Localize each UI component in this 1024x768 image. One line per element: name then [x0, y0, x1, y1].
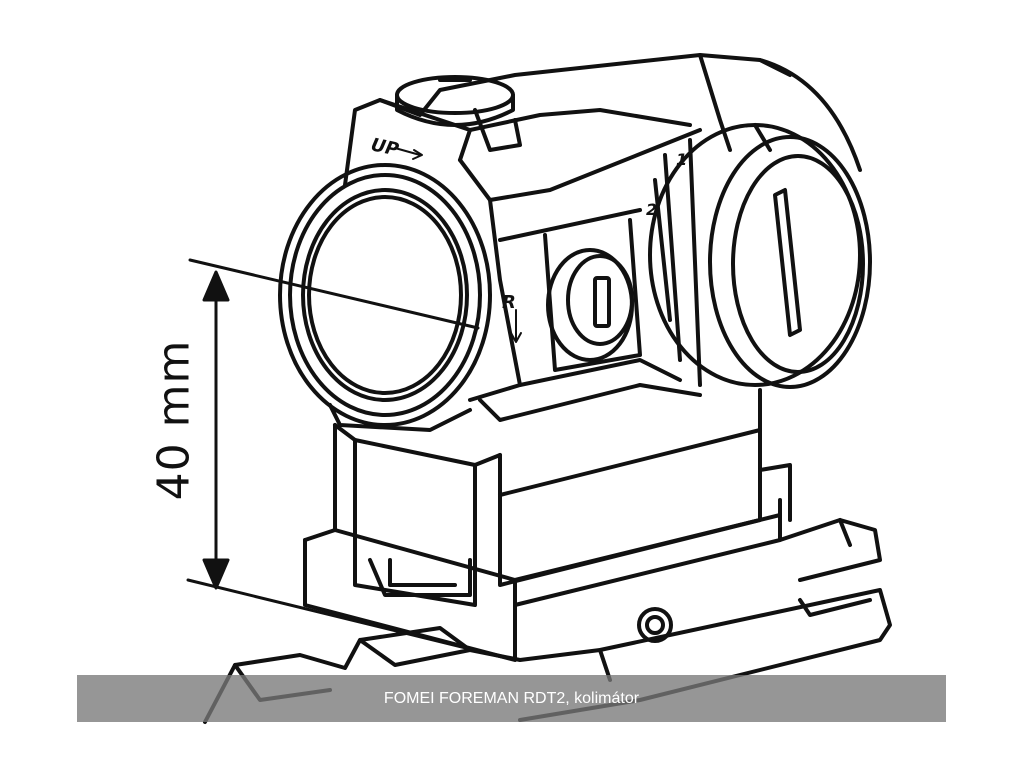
elevation-turret: [395, 75, 522, 152]
engraved-markings: UP R 1 2: [369, 134, 687, 313]
caption-text: FOMEI FOREMAN RDT2, kolimátor: [383, 689, 640, 707]
right-engraving: R: [502, 292, 516, 313]
objective-lens: [278, 163, 492, 432]
engraved-arrows: [394, 147, 522, 343]
dimension-label: 40 mm: [148, 339, 200, 501]
windage-knob: [546, 248, 634, 362]
dimension-lines: [186, 258, 517, 662]
dial-mark-2: 2: [646, 200, 657, 219]
optic-body: [343, 53, 792, 422]
brightness-dial: [648, 58, 872, 389]
dial-mark-1: 1: [676, 150, 687, 169]
caption-bar: FOMEI FOREMAN RDT2, kolimátor: [77, 675, 946, 722]
riser-mount: [303, 388, 792, 662]
